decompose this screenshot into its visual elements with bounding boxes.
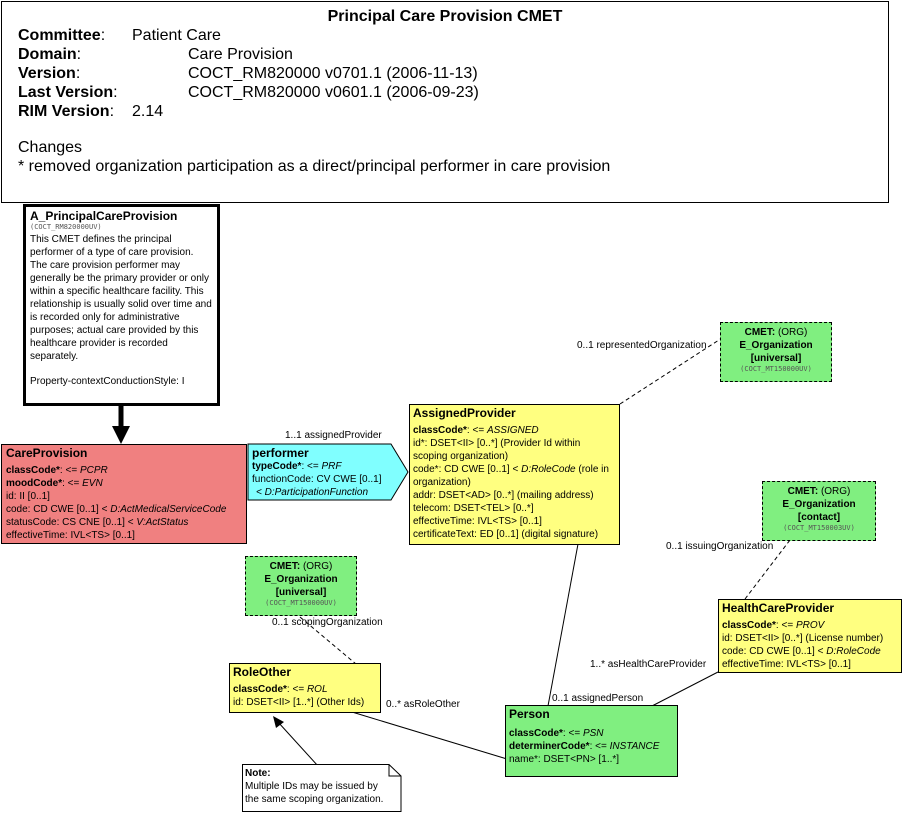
role-other-line xyxy=(351,711,508,760)
attribute-line: id: DSET<II> [0..*] (License number) xyxy=(722,633,884,644)
attribute-line: name*: DSET<PN> [1..*] xyxy=(509,754,620,765)
attribute-line: classCode*: <= PROV xyxy=(722,620,825,631)
issuing-org-line xyxy=(744,539,791,600)
cmet-scoping-organization: CMET: (ORG) E_Organization [universal] (… xyxy=(245,556,357,616)
health-care-provider-attributes: classCode*: <= PROV id: DSET<II> [0..*] … xyxy=(722,619,898,671)
attribute-line: id*: DSET<II> [0..*] (Provider Id within… xyxy=(413,438,581,462)
assigned-provider-attributes: classCode*: <= ASSIGNED id*: DSET<II> [0… xyxy=(413,424,616,541)
committee-value: Patient Care xyxy=(132,27,221,44)
entry-title: A_PrincipalCareProvision xyxy=(30,209,178,223)
attribute-line: determinerCode*: <= INSTANCE xyxy=(509,741,660,752)
person-title: Person xyxy=(509,707,550,721)
header-panel: Principal Care Provision CMET Committee:… xyxy=(1,1,889,203)
last-version-label: Last Version xyxy=(18,84,114,101)
attribute-line: id: II [0..1] xyxy=(6,491,50,502)
changes-heading: Changes xyxy=(18,139,83,156)
version-label: Version xyxy=(18,65,76,82)
attribute-line: functionCode: CV CWE [0..1] xyxy=(252,474,382,485)
domain-label: Domain xyxy=(18,46,77,63)
last-version-value: COCT_RM820000 v0601.1 (2006-09-23) xyxy=(188,84,479,101)
note-arrow-head xyxy=(273,716,284,728)
changes-text: * removed organization participation as … xyxy=(18,158,611,175)
assigned-provider-assoc-label: 1..1 assignedProvider xyxy=(285,430,382,441)
attribute-line: certificateText: ED [0..1] (digital sign… xyxy=(413,529,599,540)
assigned-person-line xyxy=(547,543,579,707)
last-version-row: Last Version: COCT_RM820000 v0601.1 (200… xyxy=(18,84,479,101)
note-text: Multiple IDs may be issued by the same s… xyxy=(245,781,384,805)
entry-code: (COCT_RM820000UV) xyxy=(30,223,102,231)
rim-version-row: RIM Version: 2.14 xyxy=(18,103,164,120)
rim-version-label: RIM Version xyxy=(18,103,110,120)
scoping-org-line xyxy=(299,616,357,665)
scoping-org-assoc-label: 0..1 scopingOrganization xyxy=(272,617,383,628)
attribute-line: moodCode*: <= EVN xyxy=(6,478,103,489)
attribute-line: < D:ParticipationFunction xyxy=(256,487,369,498)
domain-value: Care Provision xyxy=(188,46,293,63)
attribute-line: effectiveTime: IVL<TS> [0..1] xyxy=(722,659,851,670)
entry-point-box: A_PrincipalCareProvision (COCT_RM820000U… xyxy=(23,204,220,406)
care-provision-attributes: classCode*: <= PCPR moodCode*: <= EVN id… xyxy=(6,464,242,542)
attribute-line: typeCode*: <= PRF xyxy=(252,461,342,472)
performer-shape xyxy=(247,443,409,501)
entry-property: Property-contextConductionStyle: I xyxy=(30,376,185,387)
rim-version-value: 2.14 xyxy=(132,103,164,120)
attribute-line: id: DSET<II> [1..*] (Other Ids) xyxy=(233,697,365,708)
version-row: Version: COCT_RM820000 v0701.1 (2006-11-… xyxy=(18,65,478,82)
page-title: Principal Care Provision CMET xyxy=(327,8,563,25)
assigned-provider-title: AssignedProvider xyxy=(413,406,516,420)
issuing-org-assoc-label: 0..1 issuingOrganization xyxy=(666,541,774,552)
health-care-provider-assoc-label: 1..* asHealthCareProvider xyxy=(590,659,707,670)
cmet-represented-organization: CMET: (ORG) E_Organization [universal] (… xyxy=(720,322,832,382)
assigned-person-assoc-label: 0..1 assignedPerson xyxy=(552,693,644,704)
attribute-line: classCode*: <= PCPR xyxy=(6,465,108,476)
attribute-line: telecom: DSET<TEL> [0..*] xyxy=(413,503,534,514)
health-care-provider-class: HealthCareProvider classCode*: <= PROV i… xyxy=(718,599,902,673)
attribute-line: code*: CD CWE [0..1] < D:RoleCode (role … xyxy=(413,464,609,488)
person-class: Person classCode*: <= PSN determinerCode… xyxy=(505,705,678,777)
attribute-line: classCode*: <= ASSIGNED xyxy=(413,425,539,436)
care-provision-title: CareProvision xyxy=(6,446,88,460)
performer-title: performer xyxy=(252,446,309,460)
attribute-line: classCode*: <= ROL xyxy=(233,684,328,695)
entry-arrow-head xyxy=(112,426,130,444)
note-heading: Note: xyxy=(245,768,271,779)
attribute-line: addr: DSET<AD> [0..*] (mailing address) xyxy=(413,490,594,501)
performer-participation: performer typeCode*: <= PRF functionCode… xyxy=(252,446,402,499)
attribute-line: code: CD CWE [0..1] < D:ActMedicalServic… xyxy=(6,504,227,515)
note-shape xyxy=(242,764,402,812)
domain-row: Domain: Care Provision xyxy=(18,46,293,63)
note-arrow-line xyxy=(277,721,319,767)
committee-row: Committee: Patient Care xyxy=(18,27,221,44)
role-other-title: RoleOther xyxy=(233,665,292,679)
note-box: Note: Multiple IDs may be issued by the … xyxy=(245,767,393,806)
health-care-provider-title: HealthCareProvider xyxy=(722,601,835,615)
committee-label: Committee xyxy=(18,27,101,44)
attribute-line: effectiveTime: IVL<TS> [0..1] xyxy=(413,516,542,527)
role-other-attributes: classCode*: <= ROL id: DSET<II> [1..*] (… xyxy=(233,683,377,709)
assigned-provider-class: AssignedProvider classCode*: <= ASSIGNED… xyxy=(409,404,620,545)
attribute-line: code: CD CWE [0..1] < D:RoleCode xyxy=(722,646,881,657)
attribute-line: effectiveTime: IVL<TS> [0..1] xyxy=(6,530,135,541)
attribute-line: classCode*: <= PSN xyxy=(509,728,604,739)
care-provision-class: CareProvision classCode*: <= PCPR moodCo… xyxy=(1,444,247,544)
represented-org-line xyxy=(619,337,723,405)
represented-org-assoc-label: 0..1 representedOrganization xyxy=(577,340,707,351)
attribute-line: statusCode: CS CNE [0..1] < V:ActStatus xyxy=(6,517,189,528)
cmet-issuing-organization: CMET: (ORG) E_Organization [contact] (CO… xyxy=(762,481,876,541)
person-attributes: classCode*: <= PSN determinerCode*: <= I… xyxy=(509,727,674,766)
role-other-assoc-label: 0..* asRoleOther xyxy=(386,699,460,710)
entry-description: This CMET defines the principal performe… xyxy=(30,234,212,362)
health-care-provider-line xyxy=(651,671,719,707)
version-value: COCT_RM820000 v0701.1 (2006-11-13) xyxy=(188,65,478,82)
role-other-class: RoleOther classCode*: <= ROL id: DSET<II… xyxy=(229,663,381,713)
